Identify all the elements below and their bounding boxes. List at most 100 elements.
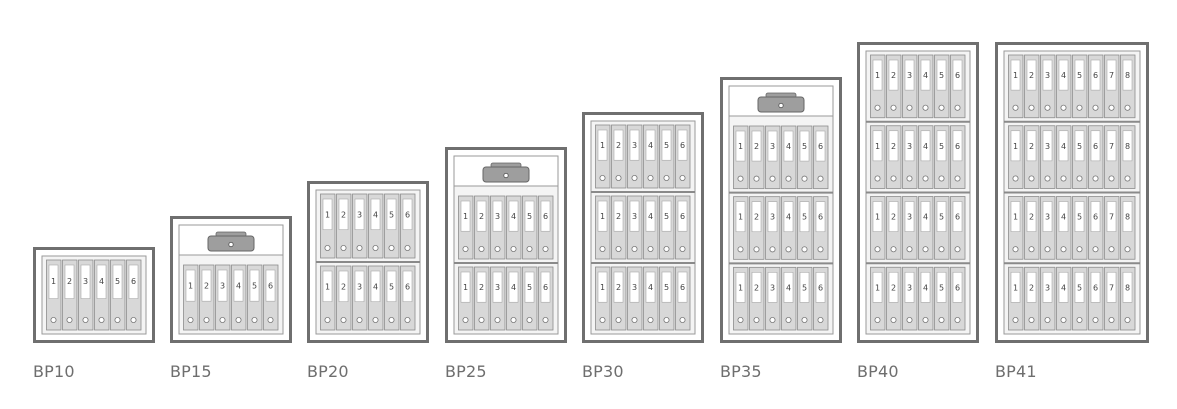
binder-ring-icon: [753, 246, 760, 253]
binder-number: 5: [664, 283, 669, 292]
binder-ring-icon: [98, 316, 105, 323]
binder-ring-icon: [1044, 104, 1051, 111]
binder-ring-icon: [631, 245, 638, 252]
binder-number: 2: [616, 141, 621, 150]
binder-number: 3: [632, 141, 637, 150]
binder-number: 6: [405, 282, 410, 291]
binder-ring-icon: [737, 316, 744, 323]
binder-ring-icon: [663, 174, 670, 181]
binder-ring-icon: [954, 175, 961, 182]
binder-ring-icon: [1012, 104, 1019, 111]
binder-ring-icon: [737, 246, 744, 253]
binder-label-tab: [661, 200, 672, 232]
binder-label-tab: [751, 130, 762, 162]
binder-label-tab: [217, 269, 228, 302]
binder-label-tab: [460, 271, 471, 303]
binder-ring-icon: [679, 316, 686, 323]
binder-number: 1: [738, 283, 743, 292]
binder-number: 5: [252, 282, 257, 291]
binder-label-tab: [661, 271, 672, 303]
binder-ring-icon: [1044, 175, 1051, 182]
binder-label-tab: [1010, 271, 1021, 303]
binder-number: 1: [1013, 213, 1018, 222]
binder-ring-icon: [769, 175, 776, 182]
binder-label-tab: [1122, 201, 1133, 232]
binder-ring-icon: [954, 316, 961, 323]
binder-label-tab: [597, 271, 608, 303]
binder-number: 4: [373, 210, 378, 219]
binder-label-tab: [1106, 59, 1117, 91]
binder-number: 4: [923, 283, 928, 292]
binder-label-tab: [677, 200, 688, 232]
binder-ring-icon: [599, 174, 606, 181]
binder-number: 1: [1013, 283, 1018, 292]
binder-number: 3: [770, 283, 775, 292]
binder-label-tab: [888, 271, 899, 303]
binder-label-tab: [952, 59, 963, 91]
binder-number: 2: [754, 283, 759, 292]
model-label-bp25: BP25: [445, 362, 487, 381]
binder-number: 3: [357, 282, 362, 291]
binder-number: 2: [67, 277, 72, 286]
binder-ring-icon: [1076, 246, 1083, 253]
binder-label-tab: [888, 59, 899, 91]
binder-label-tab: [201, 269, 212, 302]
binder-number: 6: [680, 283, 685, 292]
binder-number: 6: [818, 142, 823, 151]
binder-ring-icon: [679, 245, 686, 252]
binder-label-tab: [1122, 271, 1133, 303]
binder-label-tab: [904, 201, 915, 232]
binder-ring-icon: [1076, 104, 1083, 111]
binder-ring-icon: [801, 316, 808, 323]
binder-number: 2: [891, 213, 896, 222]
binder-number: 6: [955, 283, 960, 292]
binder-label-tab: [1010, 59, 1021, 91]
binder-label-tab: [1074, 201, 1085, 232]
binder-ring-icon: [599, 316, 606, 323]
binder-ring-icon: [954, 104, 961, 111]
binder-number: 3: [632, 283, 637, 292]
binder-number: 2: [204, 282, 209, 291]
binder-ring-icon: [1076, 175, 1083, 182]
binder-ring-icon: [1108, 246, 1115, 253]
binder-ring-icon: [478, 245, 485, 252]
binder-label-tab: [1074, 271, 1085, 303]
binder-number: 6: [818, 283, 823, 292]
binder-label-tab: [904, 59, 915, 91]
binder-number: 2: [341, 210, 346, 219]
binder-label-tab: [1106, 130, 1117, 162]
binder-ring-icon: [874, 104, 881, 111]
binder-number: 6: [955, 213, 960, 222]
binder-label-tab: [613, 129, 624, 161]
binder-number: 5: [939, 142, 944, 151]
binder-label-tab: [476, 200, 487, 232]
binder-ring-icon: [906, 246, 913, 253]
binder-label-tab: [540, 271, 551, 303]
binder-ring-icon: [388, 244, 395, 251]
binder-label-tab: [80, 264, 91, 299]
binder-ring-icon: [753, 175, 760, 182]
binder-ring-icon: [769, 316, 776, 323]
model-label-bp40: BP40: [857, 362, 899, 381]
binder-label-tab: [613, 271, 624, 303]
binder-number: 1: [51, 277, 56, 286]
binder-label-tab: [872, 130, 883, 162]
binder-ring-icon: [1012, 316, 1019, 323]
binder-label-tab: [645, 129, 656, 161]
binder-number: 3: [907, 283, 912, 292]
binder-ring-icon: [785, 246, 792, 253]
binder-number: 2: [1029, 142, 1034, 151]
binder-number: 1: [600, 141, 605, 150]
binder-ring-icon: [510, 245, 517, 252]
binder-ring-icon: [340, 316, 347, 323]
binder-number: 3: [1045, 283, 1050, 292]
binder-ring-icon: [599, 245, 606, 252]
binder-number: 6: [543, 283, 548, 292]
binder-ring-icon: [938, 104, 945, 111]
binder-label-tab: [1010, 201, 1021, 232]
binder-ring-icon: [372, 244, 379, 251]
binder-number: 1: [188, 282, 193, 291]
binder-ring-icon: [356, 316, 363, 323]
binder-number: 4: [648, 283, 653, 292]
binder-ring-icon: [938, 316, 945, 323]
